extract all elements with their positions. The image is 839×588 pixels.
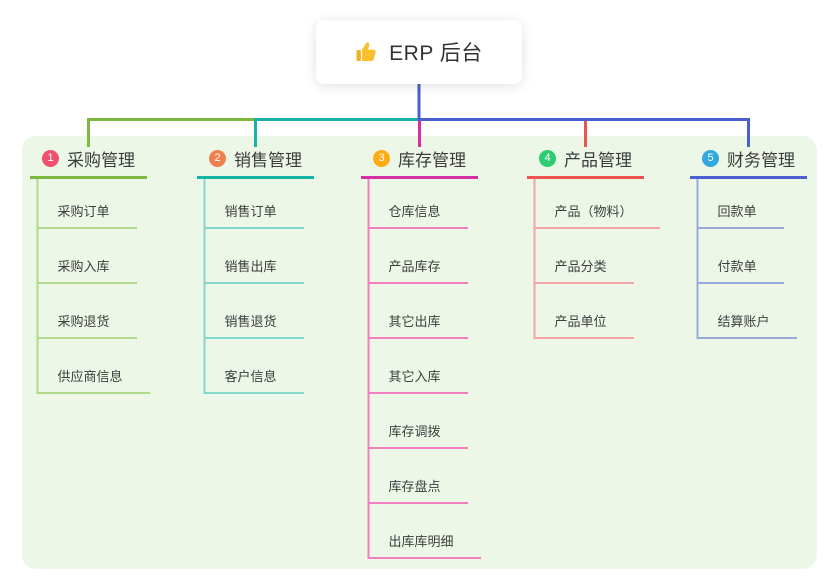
child-node[interactable]: 仓库信息 [367, 191, 468, 229]
child-node[interactable]: 付款单 [696, 246, 784, 284]
child-node[interactable]: 其它入库 [367, 356, 468, 394]
branch-header-2[interactable]: 2 销售管理 [197, 147, 314, 179]
child-node-label: 其它出库 [388, 314, 441, 329]
child-node-label: 销售订单 [224, 204, 277, 219]
child-node[interactable]: 采购订单 [36, 191, 137, 229]
child-node-label: 产品单位 [554, 314, 607, 329]
child-node[interactable]: 库存调拨 [367, 411, 468, 449]
child-node[interactable]: 采购入库 [36, 246, 137, 284]
branch-label: 产品管理 [564, 151, 632, 170]
child-node[interactable]: 销售出库 [203, 246, 304, 284]
child-node-label: 其它入库 [388, 369, 441, 384]
child-node[interactable]: 客户信息 [203, 356, 304, 394]
child-node[interactable]: 回款单 [696, 191, 784, 229]
branch-label: 财务管理 [727, 151, 795, 170]
child-node[interactable]: 产品（物料） [533, 191, 660, 229]
root-node-erp[interactable]: ERP 后台 [316, 20, 522, 84]
child-node[interactable]: 销售订单 [203, 191, 304, 229]
child-node-label: 客户信息 [224, 369, 277, 384]
branch-index-badge: 5 [702, 150, 719, 167]
child-node-label: 供应商信息 [57, 369, 123, 384]
child-node[interactable]: 采购退货 [36, 301, 137, 339]
child-node-label: 库存盘点 [388, 479, 441, 494]
child-node-label: 仓库信息 [388, 204, 441, 219]
child-node[interactable]: 出库库明细 [367, 521, 481, 559]
branch-index-badge: 4 [539, 150, 556, 167]
child-node-label: 产品库存 [388, 259, 441, 274]
branch-label: 库存管理 [398, 151, 466, 170]
child-node-label: 采购入库 [57, 259, 110, 274]
child-node-label: 出库库明细 [388, 534, 454, 549]
branch-label: 采购管理 [67, 151, 135, 170]
branch-index-badge: 2 [209, 150, 226, 167]
child-node[interactable]: 产品单位 [533, 301, 634, 339]
child-node-label: 产品（物料） [554, 204, 633, 219]
child-node-label: 产品分类 [554, 259, 607, 274]
branch-header-5[interactable]: 5 财务管理 [690, 147, 807, 179]
branch-index-badge: 3 [373, 150, 390, 167]
child-node-label: 库存调拨 [388, 424, 441, 439]
child-node-label: 采购退货 [57, 314, 110, 329]
branch-index-badge: 1 [42, 150, 59, 167]
thumbs-up-icon [355, 40, 379, 64]
child-node-label: 结算账户 [717, 314, 770, 329]
child-node[interactable]: 产品库存 [367, 246, 468, 284]
child-node[interactable]: 产品分类 [533, 246, 634, 284]
branch-header-3[interactable]: 3 库存管理 [361, 147, 478, 179]
child-node[interactable]: 其它出库 [367, 301, 468, 339]
child-node[interactable]: 销售退货 [203, 301, 304, 339]
mindmap-panel [22, 136, 817, 569]
child-node-label: 销售出库 [224, 259, 277, 274]
root-title: ERP 后台 [389, 42, 483, 65]
child-node-label: 采购订单 [57, 204, 110, 219]
child-node-label: 销售退货 [224, 314, 277, 329]
child-node[interactable]: 供应商信息 [36, 356, 150, 394]
branch-header-1[interactable]: 1 采购管理 [30, 147, 147, 179]
child-node[interactable]: 库存盘点 [367, 466, 468, 504]
child-node[interactable]: 结算账户 [696, 301, 797, 339]
branch-header-4[interactable]: 4 产品管理 [527, 147, 644, 179]
child-node-label: 回款单 [717, 204, 757, 219]
child-node-label: 付款单 [717, 259, 757, 274]
branch-label: 销售管理 [234, 151, 302, 170]
